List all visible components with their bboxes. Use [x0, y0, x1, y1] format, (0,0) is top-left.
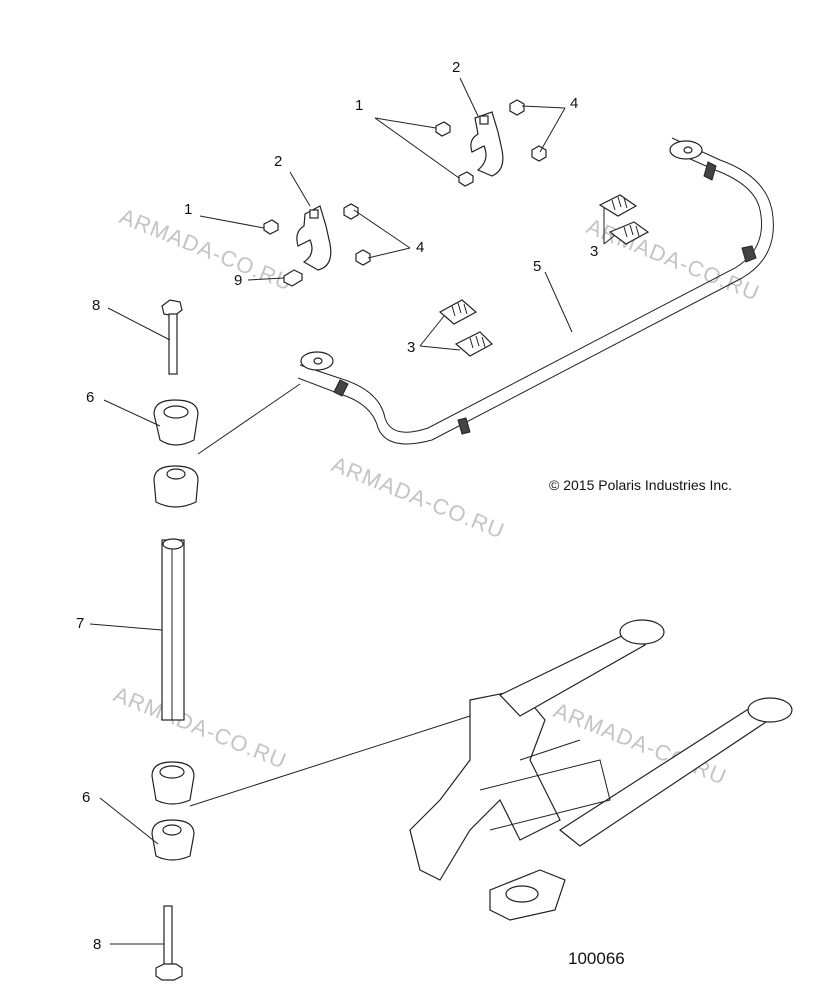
callout-7: 7 — [76, 615, 84, 632]
leader-lines — [89, 77, 615, 945]
bar-clamp-bracket — [296, 111, 504, 271]
callout-8: 8 — [92, 297, 100, 314]
grommet-6-bottom — [151, 761, 195, 861]
callout-1: 1 — [355, 97, 363, 114]
callout-4: 4 — [416, 239, 424, 256]
watermark: ARMADA-CO.RU — [328, 451, 508, 543]
callout-2: 2 — [452, 59, 460, 76]
stabilizer-bar — [297, 137, 774, 445]
bolt-8-bottom — [155, 905, 183, 981]
figure-number: 100066 — [568, 949, 625, 968]
callout-3: 3 — [590, 243, 598, 260]
callout-3: 3 — [407, 339, 415, 356]
callout-8: 8 — [93, 936, 101, 953]
callout-6: 6 — [82, 789, 90, 806]
grommet-lower — [153, 465, 199, 508]
watermark: ARMADA-CO.RU — [583, 213, 763, 305]
bar-bushing — [438, 194, 650, 357]
pivot-bushing — [619, 619, 665, 645]
bar-end-hole — [313, 357, 323, 365]
fasteners — [263, 99, 547, 287]
watermark: ARMADA-CO.RU — [110, 681, 290, 773]
callout-1: 1 — [184, 201, 192, 218]
copyright-text: © 2015 Polaris Industries Inc. — [549, 477, 732, 493]
callout-9: 9 — [234, 272, 242, 289]
callout-2: 2 — [274, 153, 282, 170]
callout-5: 5 — [533, 258, 541, 275]
bolt-8-top — [161, 299, 183, 375]
grommet-6-top — [153, 399, 199, 446]
trailing-arm-assembly — [409, 619, 793, 921]
callout-6: 6 — [86, 389, 94, 406]
bar-end-hole — [683, 146, 693, 154]
callout-4: 4 — [570, 95, 578, 112]
link-rod-7 — [161, 538, 185, 721]
pivot-bushing — [747, 697, 793, 723]
